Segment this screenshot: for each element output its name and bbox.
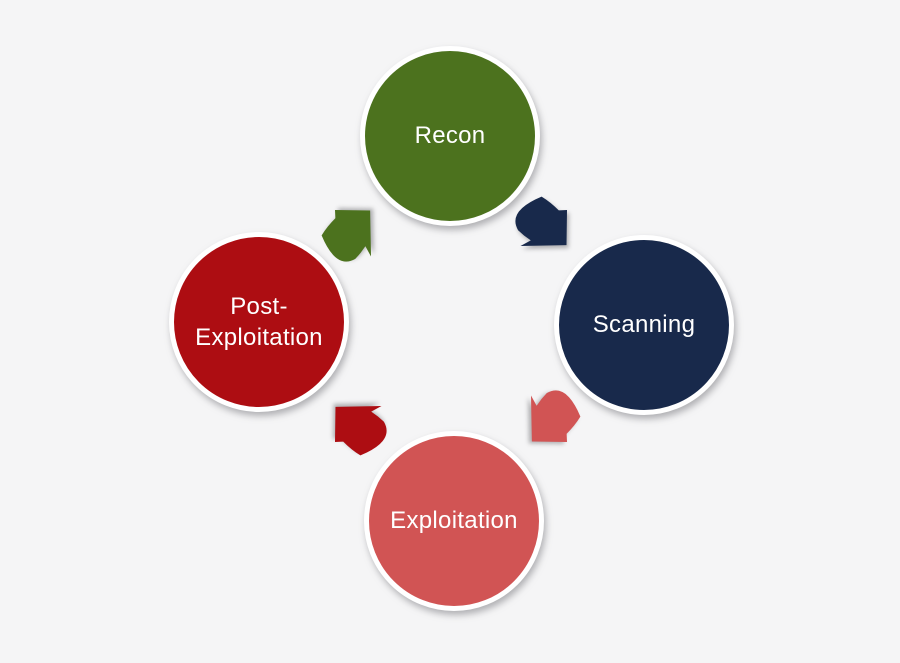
node-scanning: Scanning xyxy=(554,235,734,415)
arrow-recon-to-scanning-icon xyxy=(515,196,567,246)
node-exploitation-label: Exploitation xyxy=(390,507,518,535)
arrow-post-exploitation-to-recon-icon xyxy=(321,210,371,262)
node-recon: Recon xyxy=(360,46,540,226)
node-recon-label: Recon xyxy=(414,122,486,150)
arrow-scanning-to-exploitation-icon xyxy=(531,390,581,442)
node-scanning-label: Scanning xyxy=(592,311,696,339)
node-exploitation: Exploitation xyxy=(364,431,544,611)
arrow-exploitation-to-post-exploitation-icon xyxy=(335,406,387,456)
node-post-exploitation: Post-Exploitation xyxy=(169,232,349,412)
node-post-exploitation-label: Post-Exploitation xyxy=(195,292,323,351)
